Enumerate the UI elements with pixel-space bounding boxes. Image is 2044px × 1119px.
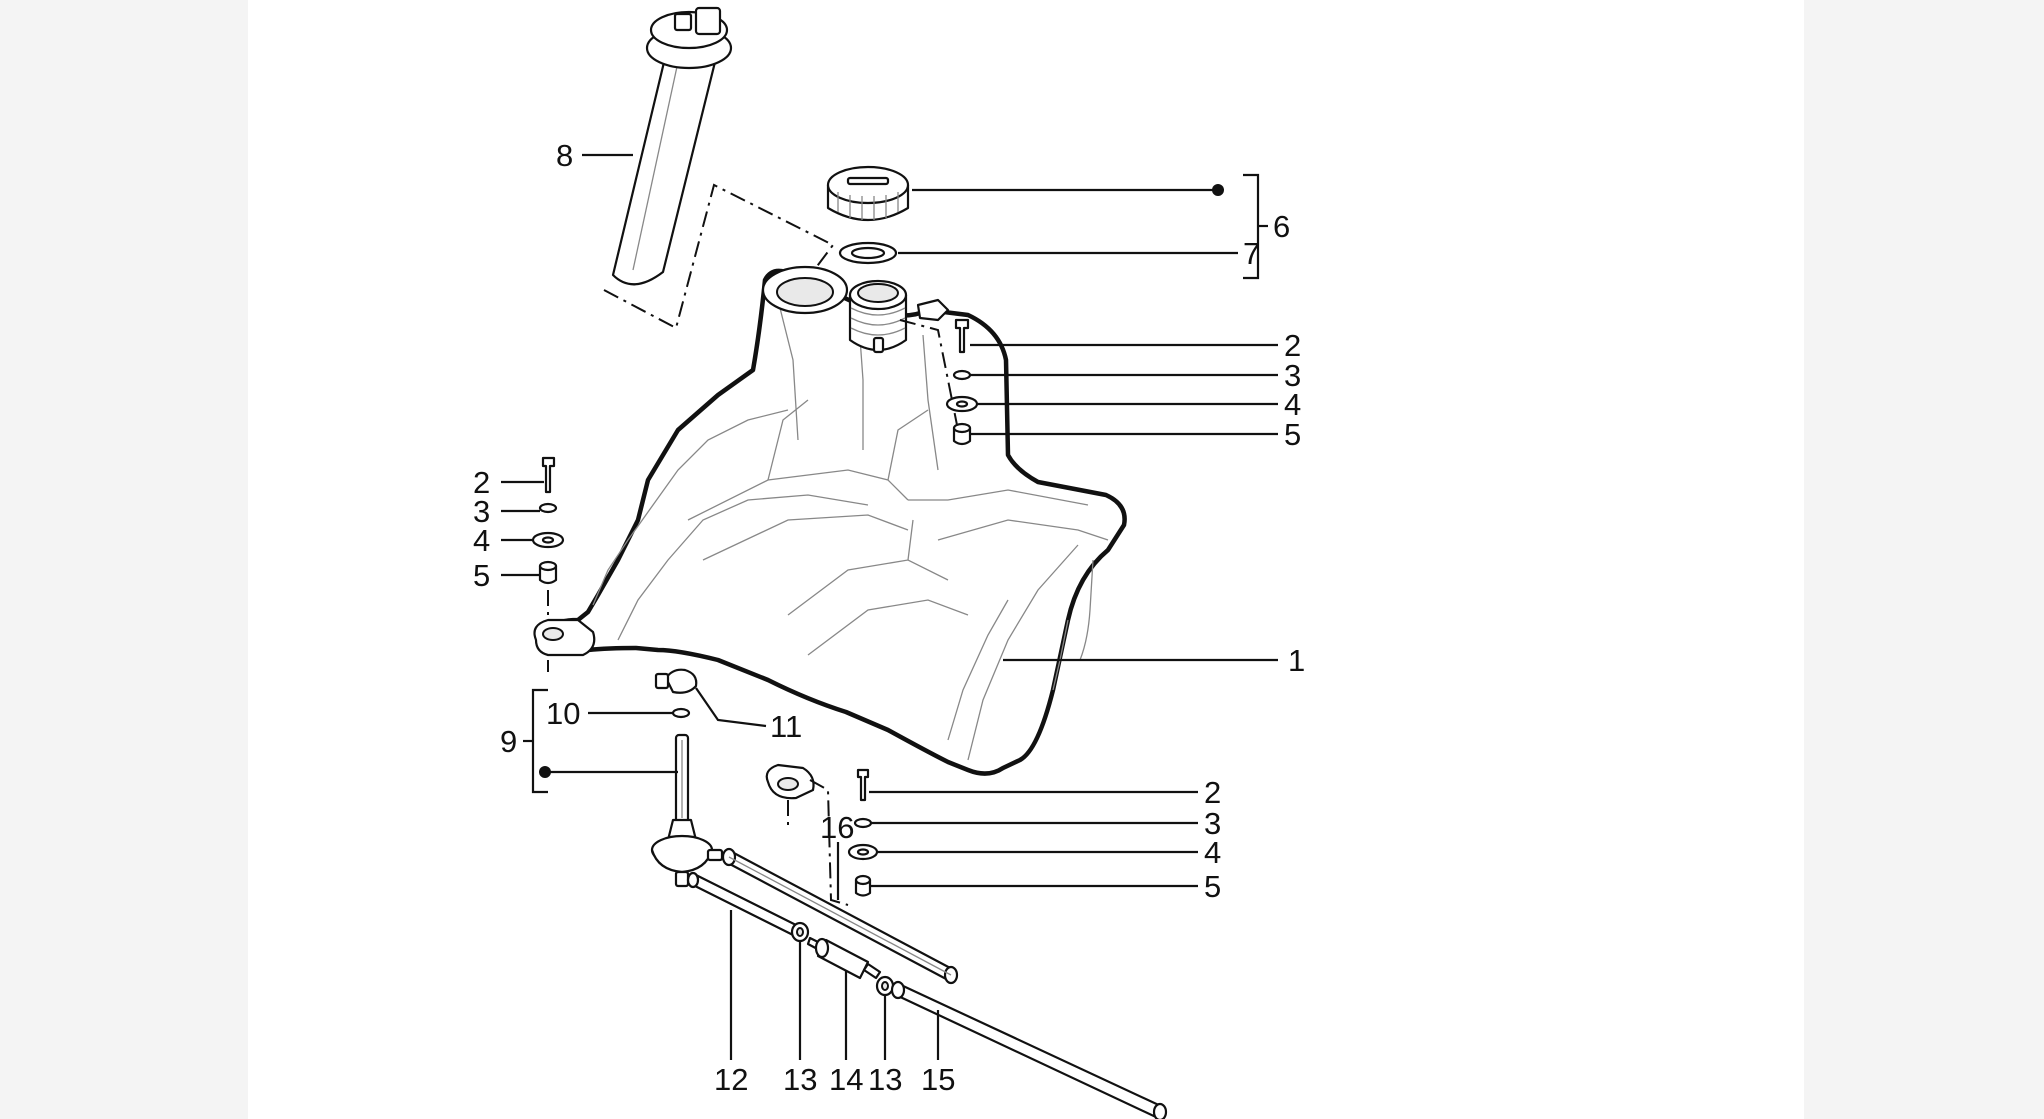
callout-10: 10 — [546, 696, 580, 731]
tank-right-upper-mount — [916, 298, 950, 322]
callout-1: 1 — [1288, 643, 1305, 678]
fuel-hose-15 — [890, 980, 1168, 1119]
callout-4-left: 4 — [473, 523, 490, 558]
fuel-filter-14 — [806, 936, 882, 980]
callout-2-left: 2 — [473, 465, 490, 500]
fuel-filler-cap — [826, 165, 910, 222]
callout-16: 16 — [820, 810, 854, 845]
fuel-tap-assembly — [650, 668, 724, 888]
tank-filler-neck — [848, 279, 908, 354]
left-hardware — [531, 456, 565, 672]
right-lower-mount-line — [809, 779, 849, 906]
fuel-level-sender — [611, 6, 733, 286]
callout-4-right-lower: 4 — [1204, 835, 1221, 870]
callout-labels: 1 6 7 8 2 3 4 5 2 3 4 5 2 3 4 5 9 10 11 … — [473, 138, 1305, 1097]
callout-5-left: 5 — [473, 558, 490, 593]
callout-9: 9 — [500, 724, 517, 759]
callout-13b: 13 — [868, 1062, 902, 1097]
callout-5-right-upper: 5 — [1284, 417, 1301, 452]
callout-6: 6 — [1273, 209, 1290, 244]
right-upper-mount-line — [899, 319, 961, 441]
callout-5-right-lower: 5 — [1204, 869, 1221, 904]
callout-3-left: 3 — [473, 494, 490, 529]
hose-clamp-13a — [790, 921, 810, 943]
callout-4-right-upper: 4 — [1284, 387, 1301, 422]
callout-12: 12 — [714, 1062, 748, 1097]
tank-sender-opening — [761, 265, 849, 315]
callout-15: 15 — [921, 1062, 955, 1097]
fuel-tank — [541, 268, 1127, 776]
callout-3-right-lower: 3 — [1204, 806, 1221, 841]
callout-3-right-upper: 3 — [1284, 358, 1301, 393]
callout-7: 7 — [1243, 236, 1260, 271]
leader-lines — [501, 153, 1278, 1060]
callout-11: 11 — [770, 709, 802, 744]
tank-left-mount — [533, 618, 596, 657]
callout-8: 8 — [556, 138, 573, 173]
hose-clamp-13b — [875, 975, 895, 997]
callout-2-right-lower: 2 — [1204, 775, 1221, 810]
sender-assembly-line — [603, 183, 835, 330]
tank-right-mount — [765, 763, 815, 800]
callout-13a: 13 — [783, 1062, 817, 1097]
fuel-tank-exploded-view: 1 6 7 8 2 3 4 5 2 3 4 5 2 3 4 5 9 10 11 … — [473, 6, 1305, 1119]
callout-2-right-upper: 2 — [1284, 328, 1301, 363]
diagram-canvas: 1 6 7 8 2 3 4 5 2 3 4 5 2 3 4 5 9 10 11 … — [248, 0, 1804, 1119]
callout-14: 14 — [829, 1062, 863, 1097]
filler-cap-gasket — [838, 241, 898, 265]
right-upper-hardware — [945, 318, 979, 446]
fuel-hose-16 — [721, 847, 959, 985]
